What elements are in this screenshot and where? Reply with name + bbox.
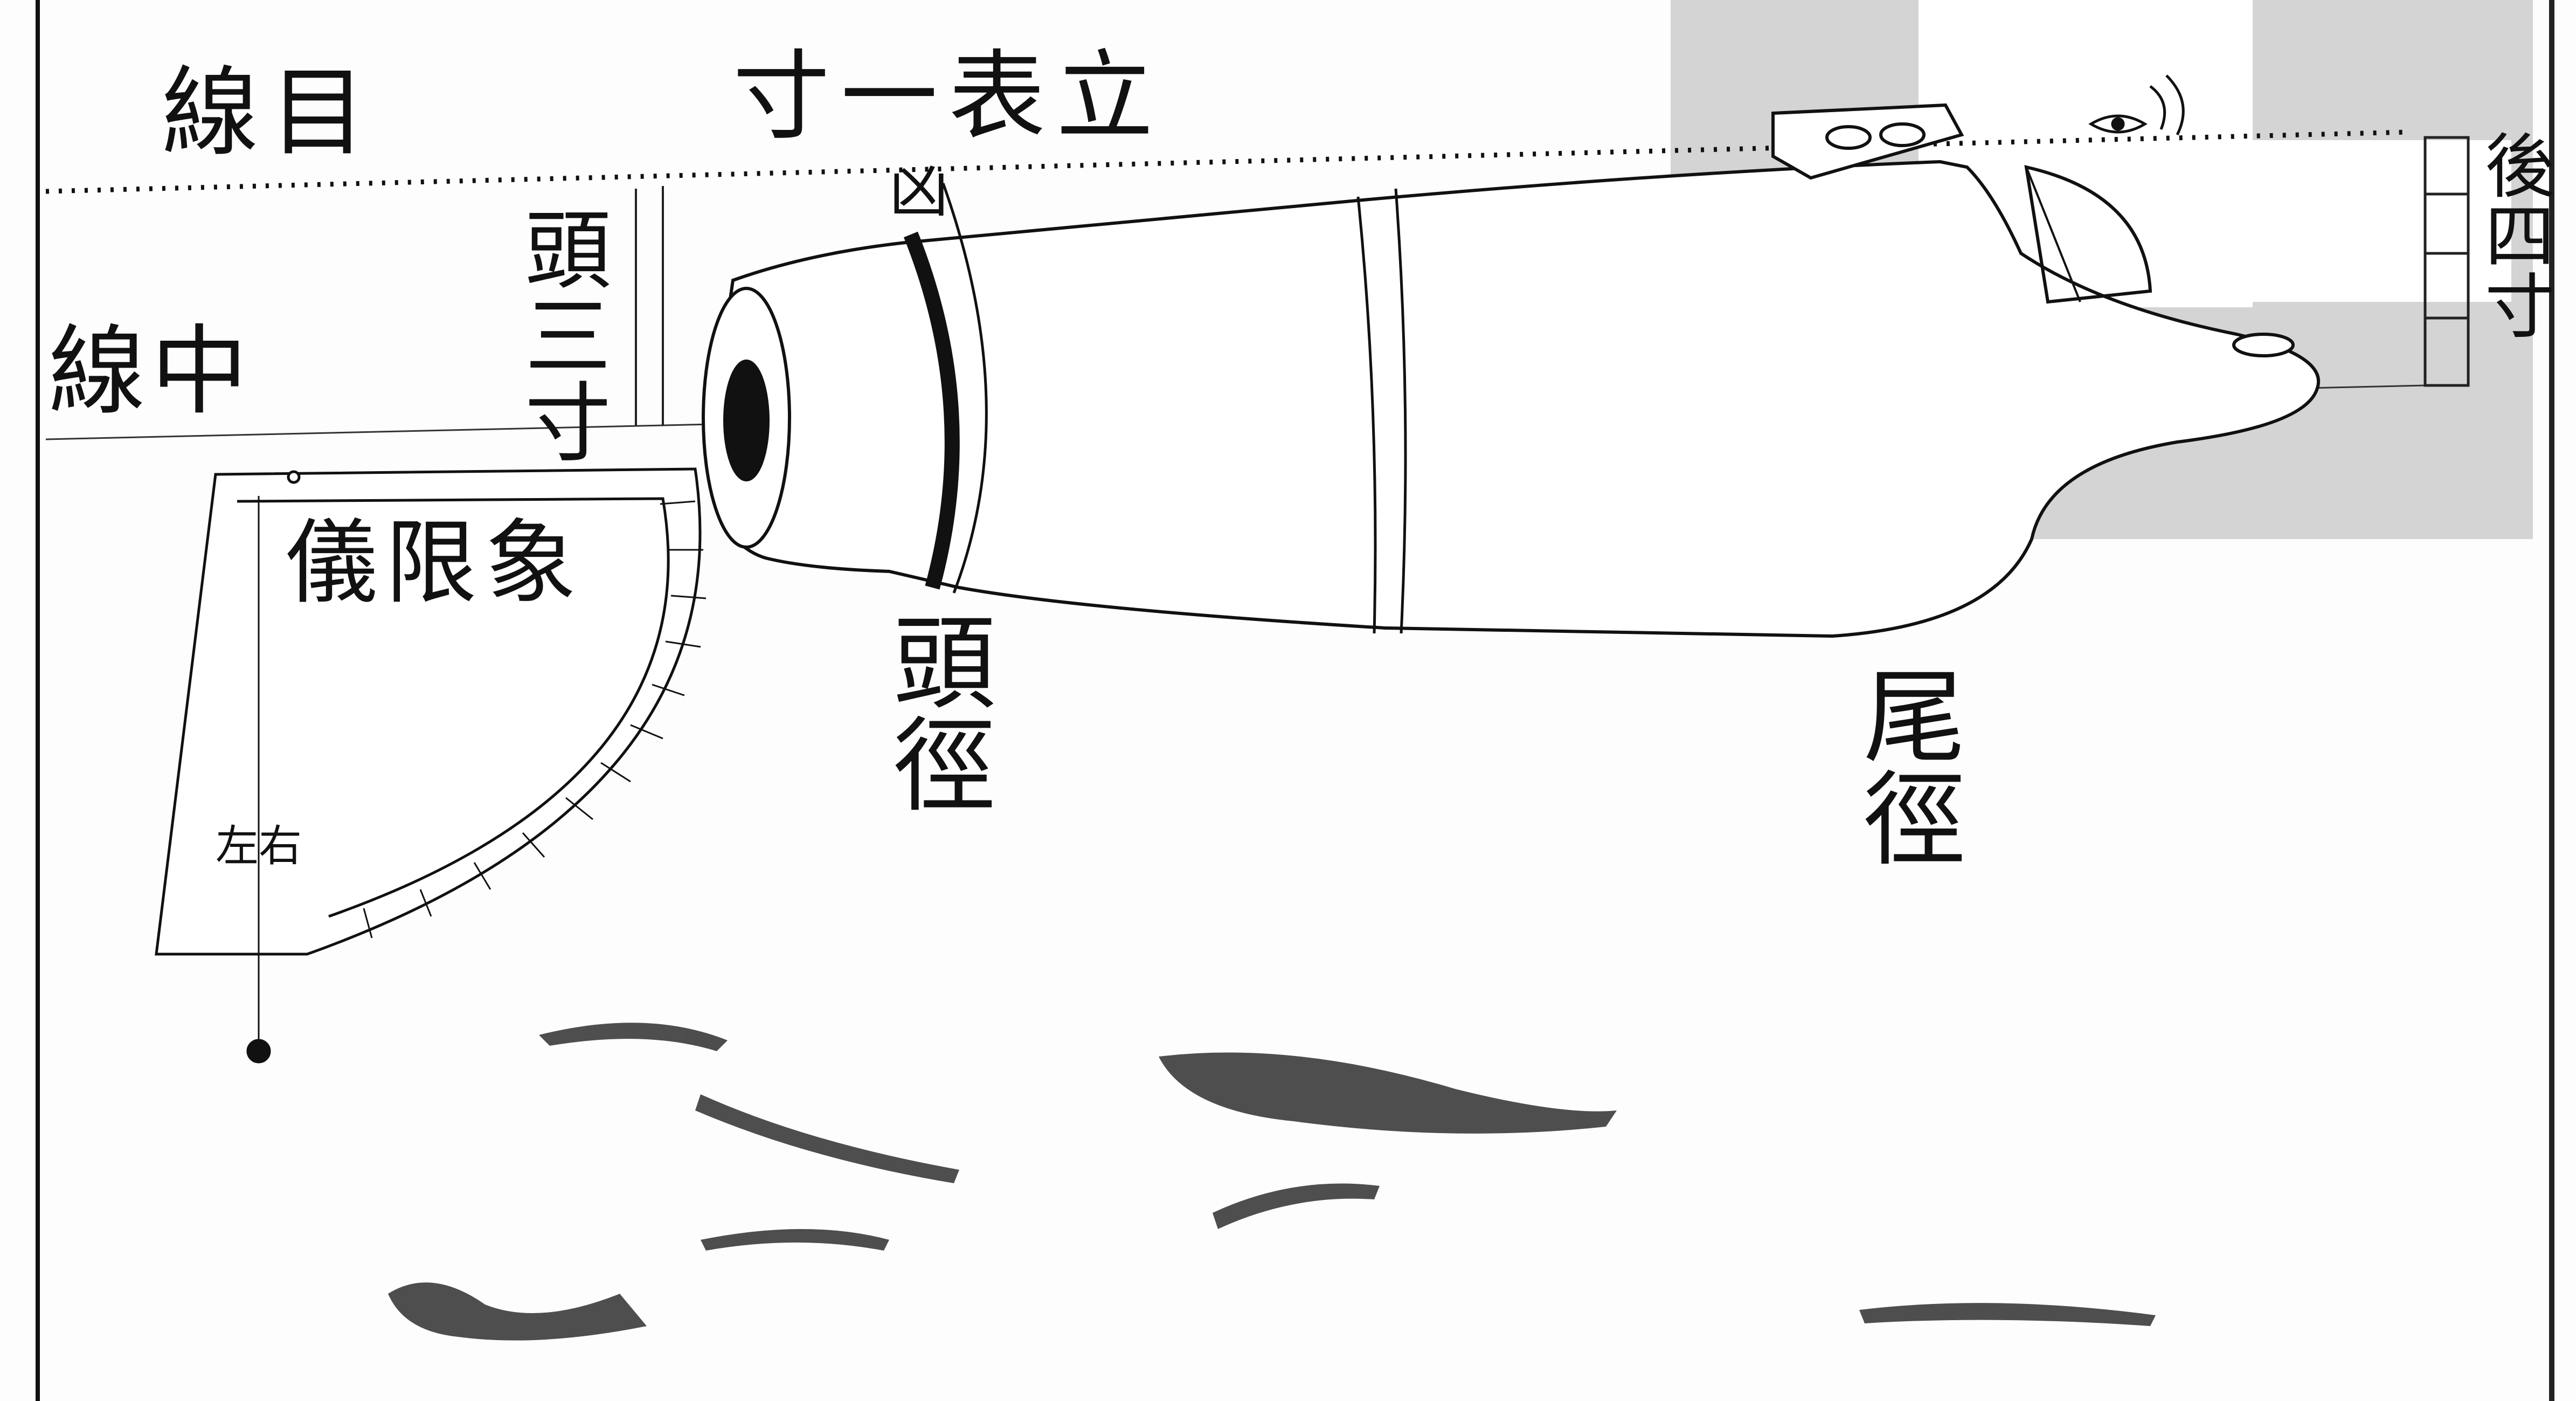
overlay-cutout-2 [2253, 140, 2511, 302]
head-post [635, 186, 664, 426]
tube-height-label: 寸一表立 [733, 40, 1165, 153]
rear-post [2423, 136, 2470, 387]
head-three-inch-label: 頭三寸 [510, 205, 611, 464]
small-mark-label: 凶 [889, 157, 948, 226]
sight-line-label: 線目 [162, 57, 378, 169]
rear-four-inch-label: 後四寸 [2473, 129, 2555, 340]
rear-sight [1771, 103, 2152, 304]
tail-diameter-label: 尾徑 [1846, 663, 1965, 868]
eye-icon [2088, 74, 2185, 136]
cannon-body [702, 160, 2320, 638]
quadrant-label: 儀限象 [286, 510, 585, 617]
head-diameter-label: 頭徑 [876, 609, 995, 814]
center-line-label: 線中 [49, 315, 254, 428]
quadrant-mark-label: 左右 [216, 821, 302, 871]
ink-smudges [388, 1023, 2156, 1341]
quadrant-instrument [155, 467, 707, 1064]
